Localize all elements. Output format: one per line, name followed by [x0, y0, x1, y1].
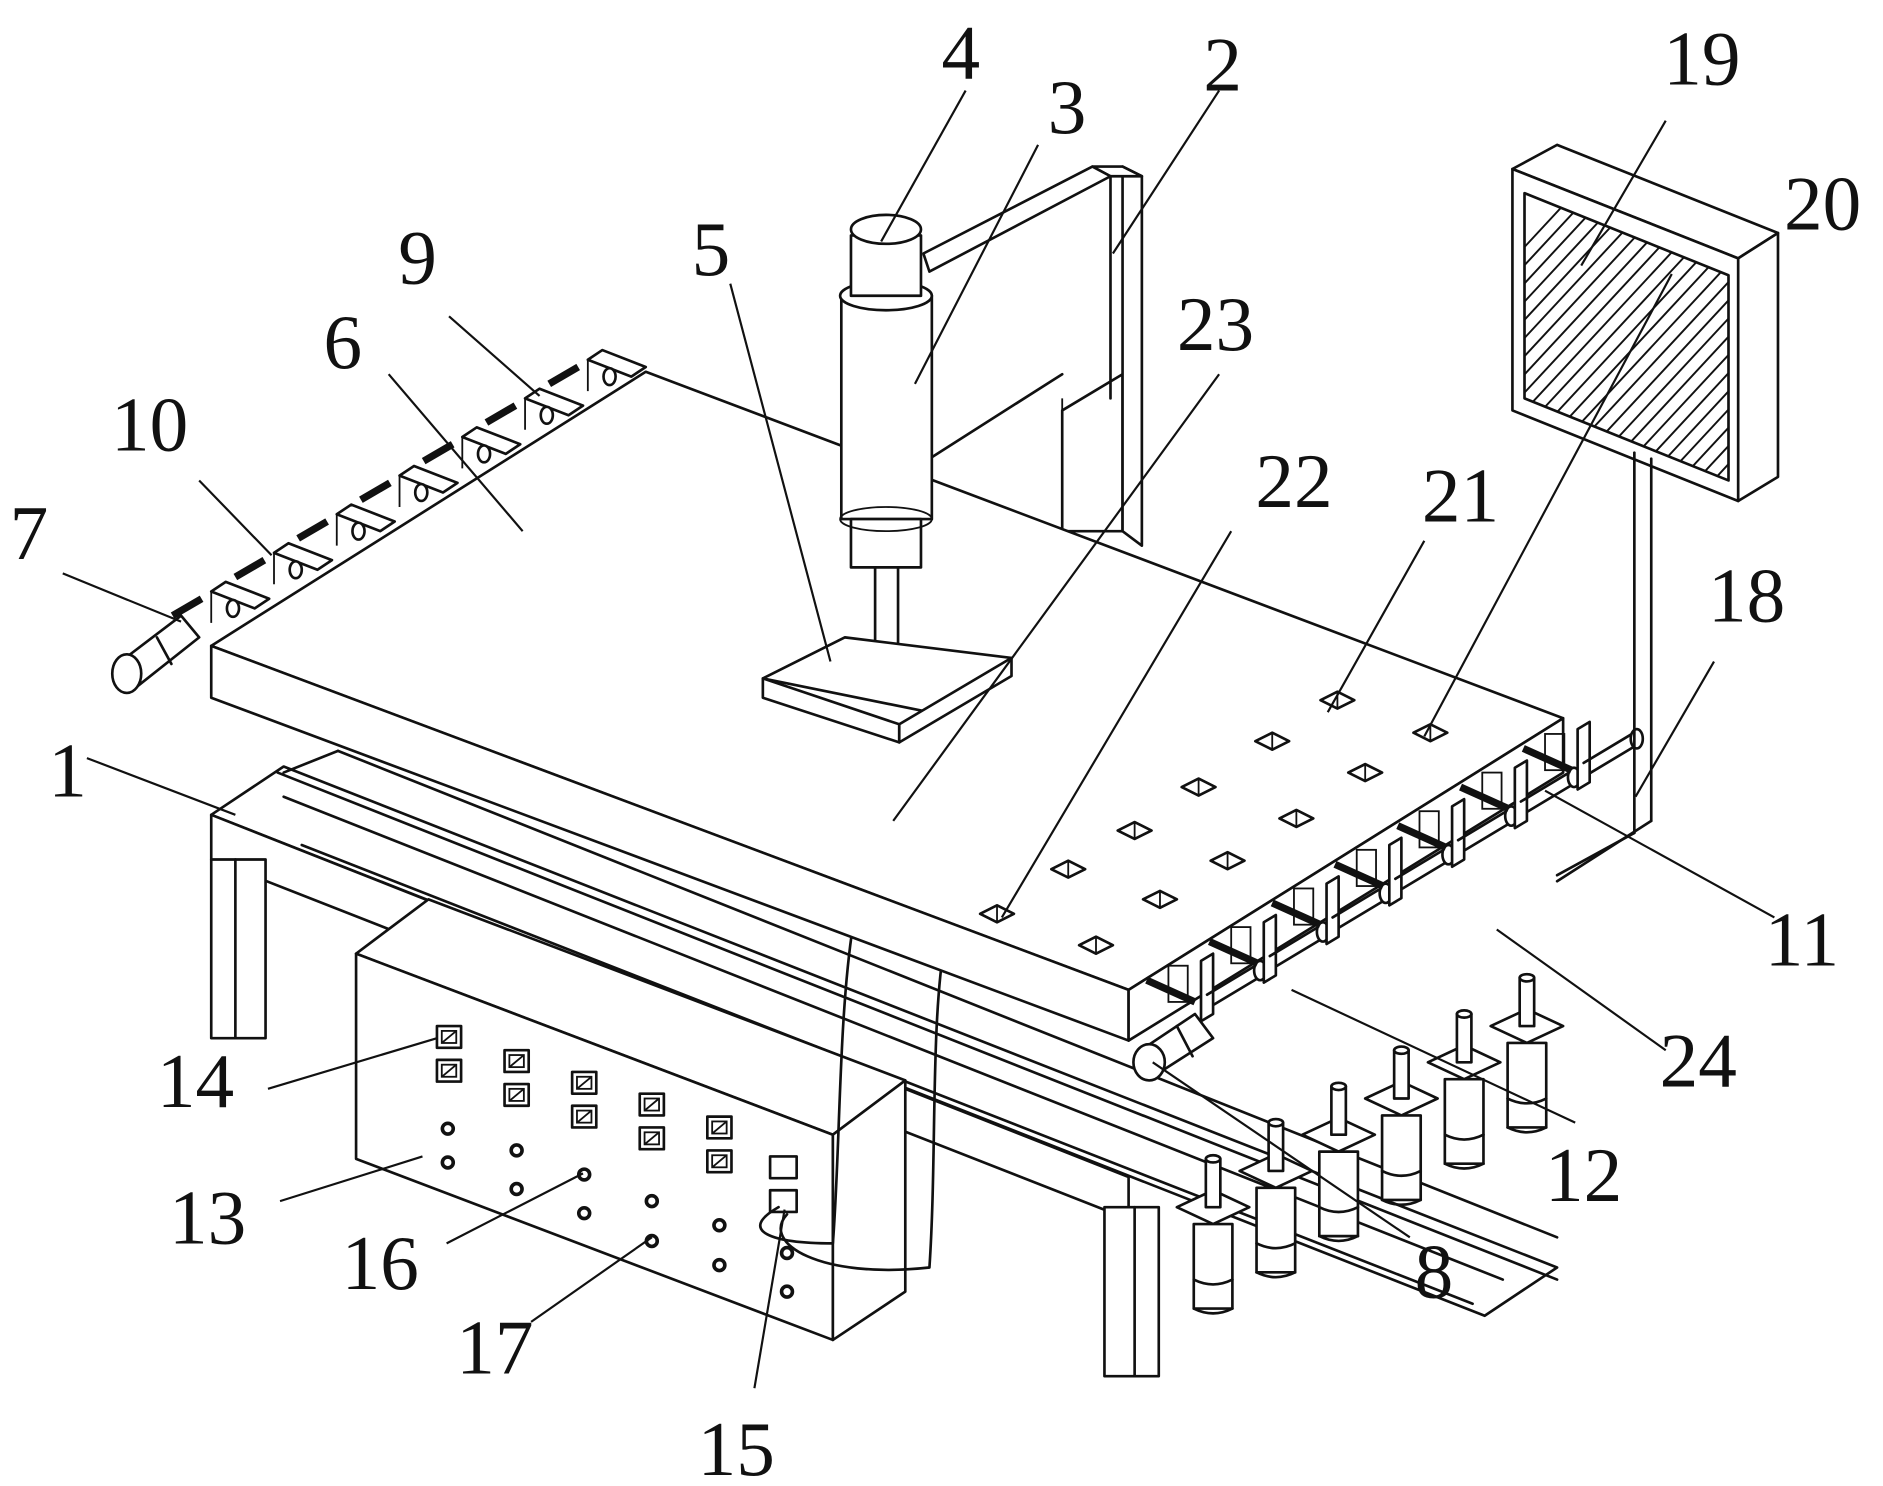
support-column	[1491, 974, 1563, 1132]
knob-icon[interactable]	[782, 1248, 793, 1259]
label-1: 1	[48, 728, 87, 814]
display-window-icon	[640, 1127, 664, 1149]
label-23: 23	[1177, 281, 1254, 367]
label-6: 6	[323, 299, 362, 385]
display-window-icon	[505, 1084, 529, 1106]
side-clamp	[173, 582, 270, 623]
knob-icon[interactable]	[442, 1123, 453, 1134]
label-20: 20	[1784, 160, 1861, 246]
label-5: 5	[692, 206, 731, 292]
label-13: 13	[169, 1174, 246, 1260]
support-column	[1365, 1047, 1437, 1205]
display-window-icon	[572, 1106, 596, 1128]
display-window-icon	[707, 1150, 731, 1172]
label-3: 3	[1048, 64, 1087, 150]
label-10: 10	[111, 381, 188, 467]
knob-icon[interactable]	[714, 1260, 725, 1271]
knob-icon[interactable]	[511, 1145, 522, 1156]
knob-icon[interactable]	[782, 1286, 793, 1297]
label-9: 9	[398, 215, 437, 301]
label-15: 15	[698, 1406, 775, 1486]
label-14: 14	[157, 1038, 234, 1124]
knob-icon[interactable]	[442, 1157, 453, 1168]
label-22: 22	[1255, 438, 1332, 524]
label-2: 2	[1203, 22, 1242, 108]
display-window-icon	[640, 1094, 664, 1116]
display-window-icon	[572, 1072, 596, 1094]
label-19: 19	[1663, 15, 1740, 101]
label-18: 18	[1708, 553, 1785, 639]
label-21: 21	[1422, 452, 1499, 538]
label-12: 12	[1545, 1132, 1622, 1218]
display-window-icon	[437, 1060, 461, 1082]
display-window-icon	[437, 1026, 461, 1048]
knob-icon[interactable]	[511, 1184, 522, 1195]
knob-icon[interactable]	[714, 1220, 725, 1231]
label-7: 7	[10, 490, 49, 576]
drive-rod-left	[112, 616, 199, 693]
label-4: 4	[942, 9, 981, 95]
label-24: 24	[1660, 1017, 1737, 1103]
label-8: 8	[1415, 1229, 1454, 1315]
knob-icon[interactable]	[579, 1208, 590, 1219]
label-16: 16	[342, 1220, 419, 1306]
label-11: 11	[1765, 897, 1839, 983]
support-column	[1428, 1010, 1500, 1168]
knob-icon[interactable]	[646, 1196, 657, 1207]
port-icon[interactable]	[770, 1156, 797, 1178]
display-window-icon	[505, 1050, 529, 1072]
display-window-icon	[707, 1117, 731, 1139]
label-17: 17	[456, 1305, 533, 1391]
